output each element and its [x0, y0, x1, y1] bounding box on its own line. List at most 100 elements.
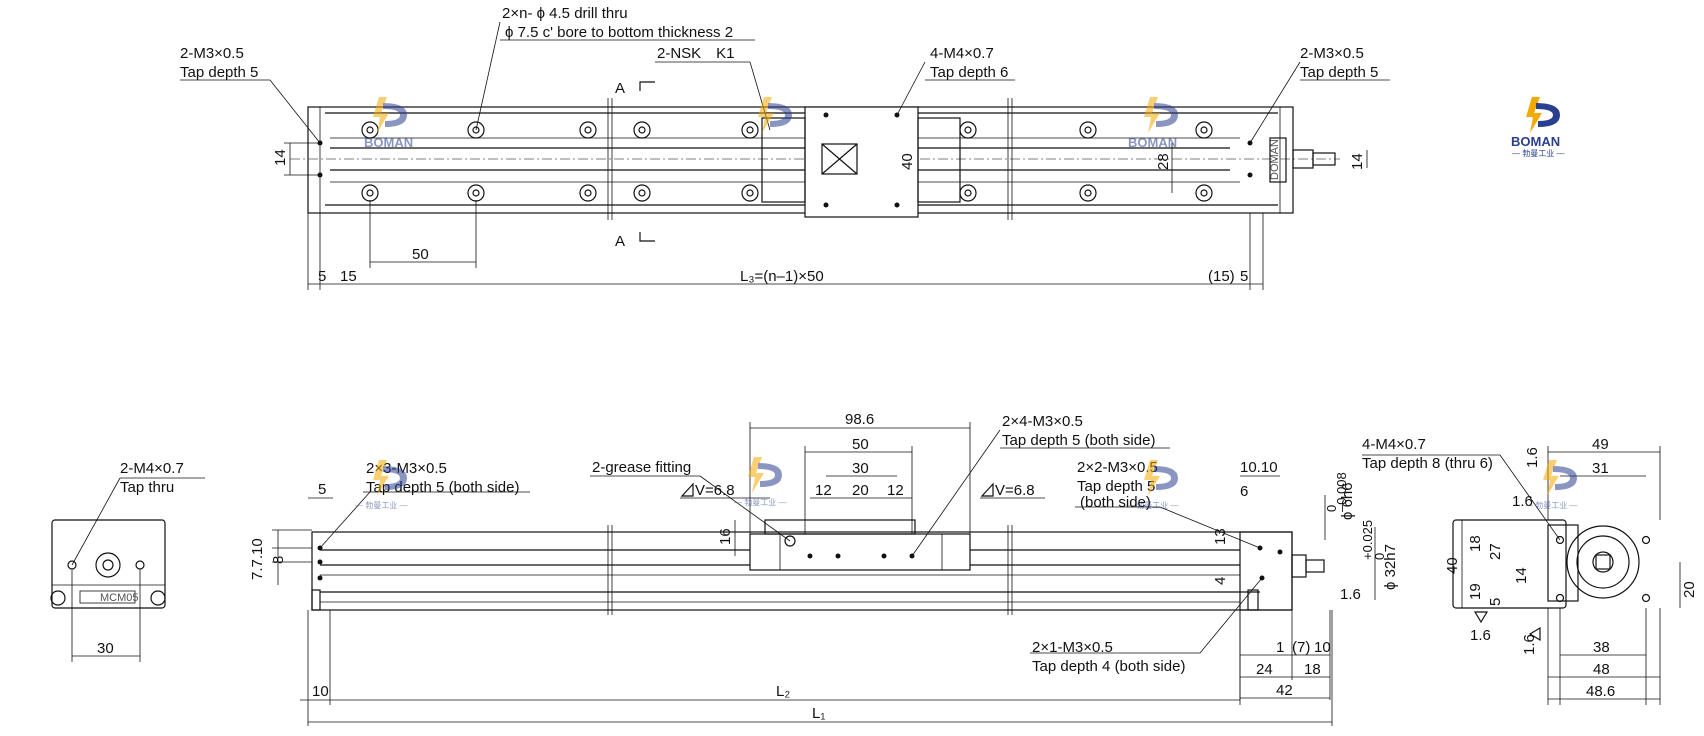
end-right-dim-5: 5 — [1487, 598, 1504, 606]
label-nsk: 2-NSK K1 — [657, 45, 735, 62]
side-dim-bore-tol-top: +0.025 — [1360, 520, 1375, 560]
label-right-tap-2: Tap depth 5 — [1300, 64, 1378, 81]
side-dim-12a: 12 — [815, 482, 832, 499]
side-dim-20: 20 — [852, 482, 869, 499]
watermark-logo: BOMAN BOMAN — 勃曼工业 — — 勃曼工业 — — 勃曼工业 — — [355, 97, 1577, 510]
dim-15: 15 — [340, 268, 357, 285]
logo-sub: — 勃曼工业 — — [355, 500, 407, 510]
label-drill-1: 2×n- ϕ 4.5 drill thru — [502, 5, 628, 22]
end-right-dim-48-6: 48.6 — [1586, 683, 1615, 700]
logo-brand: BOMAN — [1128, 135, 1177, 150]
side-label-1m3-2: Tap depth 4 (both side) — [1032, 658, 1185, 675]
dim-14-right: 14 — [1349, 153, 1366, 170]
side-dim-1: 1 — [1276, 639, 1284, 656]
logo-sub: — 勃曼工业 — — [734, 497, 786, 507]
side-dim-10-10: 10.10 — [1240, 459, 1278, 476]
dim-5-left: 5 — [318, 268, 326, 285]
dim-5-right: 5 — [1240, 268, 1248, 285]
label-m4-1: 4-M4×0.7 — [930, 45, 994, 62]
side-dim-7-7-10: 7.7.10 — [249, 538, 266, 580]
side-dim-bore: ϕ 32h7 — [1382, 544, 1399, 590]
triangle-v-right-icon — [980, 482, 994, 497]
end-right-dim-49: 49 — [1592, 436, 1609, 453]
side-label-4m3-2: Tap depth 5 (both side) — [1002, 432, 1155, 449]
end-right-dim-1-6-bl: 1.6 — [1470, 627, 1491, 644]
triangle-br-icon — [1528, 626, 1541, 642]
side-view: 2×3-M3×0.5 Tap depth 5 (both side) 2-gre… — [249, 411, 1399, 726]
dim-50: 50 — [412, 246, 429, 263]
side-dim-10-left: 10 — [312, 683, 329, 700]
side-dim-4: 4 — [1212, 577, 1229, 585]
label-drill-2: ϕ 7.5 c' bore to bottom thickness 2 — [505, 24, 733, 41]
side-dim-12b: 12 — [887, 482, 904, 499]
label-left-tap-1: 2-M3×0.5 — [180, 45, 244, 62]
section-arrow-bottom — [639, 232, 655, 242]
label-right-tap-1: 2-M3×0.5 — [1300, 45, 1364, 62]
end-right-dim-18: 18 — [1467, 535, 1484, 552]
section-a-top: A — [615, 80, 625, 97]
side-label-1m3-1: 2×1-M3×0.5 — [1032, 639, 1113, 656]
side-dim-30: 30 — [852, 460, 869, 477]
end-left-dim-30: 30 — [97, 640, 114, 657]
side-label-2m3-3: (both side) — [1080, 494, 1151, 511]
triangle-bl-icon — [1473, 611, 1489, 624]
side-dim-1-6: 1.6 — [1340, 586, 1361, 603]
dim-28: 28 — [1155, 153, 1172, 170]
dim-40: 40 — [899, 153, 916, 170]
section-a-bottom: A — [615, 233, 625, 250]
side-label-4m3-1: 2×4-M3×0.5 — [1002, 413, 1083, 430]
end-right-dim-31: 31 — [1592, 460, 1609, 477]
side-dim-l2: L₂ — [776, 683, 790, 700]
side-label-v-right: V=6.8 — [995, 482, 1035, 499]
side-dim-5: 5 — [318, 481, 326, 498]
logo-sub: — 勃曼工业 — — [1525, 500, 1577, 510]
side-dim-shaft: ϕ 6h6 — [1339, 482, 1356, 520]
side-dim-42: 42 — [1276, 682, 1293, 699]
side-dim-16: 16 — [717, 528, 734, 545]
side-dim-50: 50 — [852, 436, 869, 453]
side-label-m3-1: 2×3-M3×0.5 — [366, 460, 447, 477]
label-m4-2: Tap depth 6 — [930, 64, 1008, 81]
side-dim-10: 10 — [1314, 639, 1331, 656]
side-dim-98-6: 98.6 — [845, 411, 874, 428]
end-right-label-1: 4-M4×0.7 — [1362, 436, 1426, 453]
end-right-dim-1-6-top: 1.6 — [1524, 447, 1541, 468]
side-label-2m3-1: 2×2-M3×0.5 — [1077, 459, 1158, 476]
end-right-dim-14: 14 — [1513, 567, 1530, 584]
side-label-2m3-2: Tap depth 5 — [1077, 478, 1155, 495]
side-dim-7: (7) — [1292, 639, 1310, 656]
grease-fitting-icon — [784, 535, 796, 547]
side-label-v-left: V=6.8 — [695, 482, 735, 499]
end-right-dim-1-6-br: 1.6 — [1521, 634, 1538, 655]
slider-block — [804, 106, 919, 218]
side-label-grease: 2-grease fitting — [592, 459, 691, 476]
dim-15-paren: (15) — [1208, 268, 1235, 285]
side-dim-6: 6 — [1240, 483, 1248, 500]
end-left-label-2: Tap thru — [120, 479, 174, 496]
end-right-dim-1-6-mid: 1.6 — [1512, 493, 1533, 510]
side-dim-24: 24 — [1256, 661, 1273, 678]
dim-14-left: 14 — [272, 149, 289, 166]
nameplate: DOMAN — [1269, 139, 1281, 180]
end-left-outline — [51, 519, 166, 609]
end-right-dim-19: 19 — [1467, 583, 1484, 600]
end-right-label-2: Tap depth 8 (thru 6) — [1362, 455, 1493, 472]
section-arrow-top — [639, 81, 655, 91]
side-dim-tol-bot: –0.008 — [1334, 472, 1349, 512]
top-base-outline — [307, 106, 1294, 214]
side-slider — [749, 533, 971, 571]
side-dim-18: 18 — [1304, 661, 1321, 678]
label-left-tap-2: Tap depth 5 — [180, 64, 258, 81]
mounting-holes — [317, 112, 1253, 208]
end-right-dim-40: 40 — [1444, 557, 1461, 574]
side-dim-13: 13 — [1212, 528, 1229, 545]
logo-brand: BOMAN — [364, 135, 413, 150]
logo-sub: — 勃曼工业 — — [1126, 500, 1178, 510]
side-dim-tol-top: 0 — [1324, 505, 1339, 512]
end-left-label-1: 2-M4×0.7 — [120, 460, 184, 477]
end-right-dim-48: 48 — [1593, 661, 1610, 678]
dim-l3: L₃=(n–1)×50 — [740, 268, 824, 285]
watermark-logo-main: BOMAN — 勃曼工业 — — [1511, 97, 1564, 158]
end-right-dim-38: 38 — [1593, 639, 1610, 656]
